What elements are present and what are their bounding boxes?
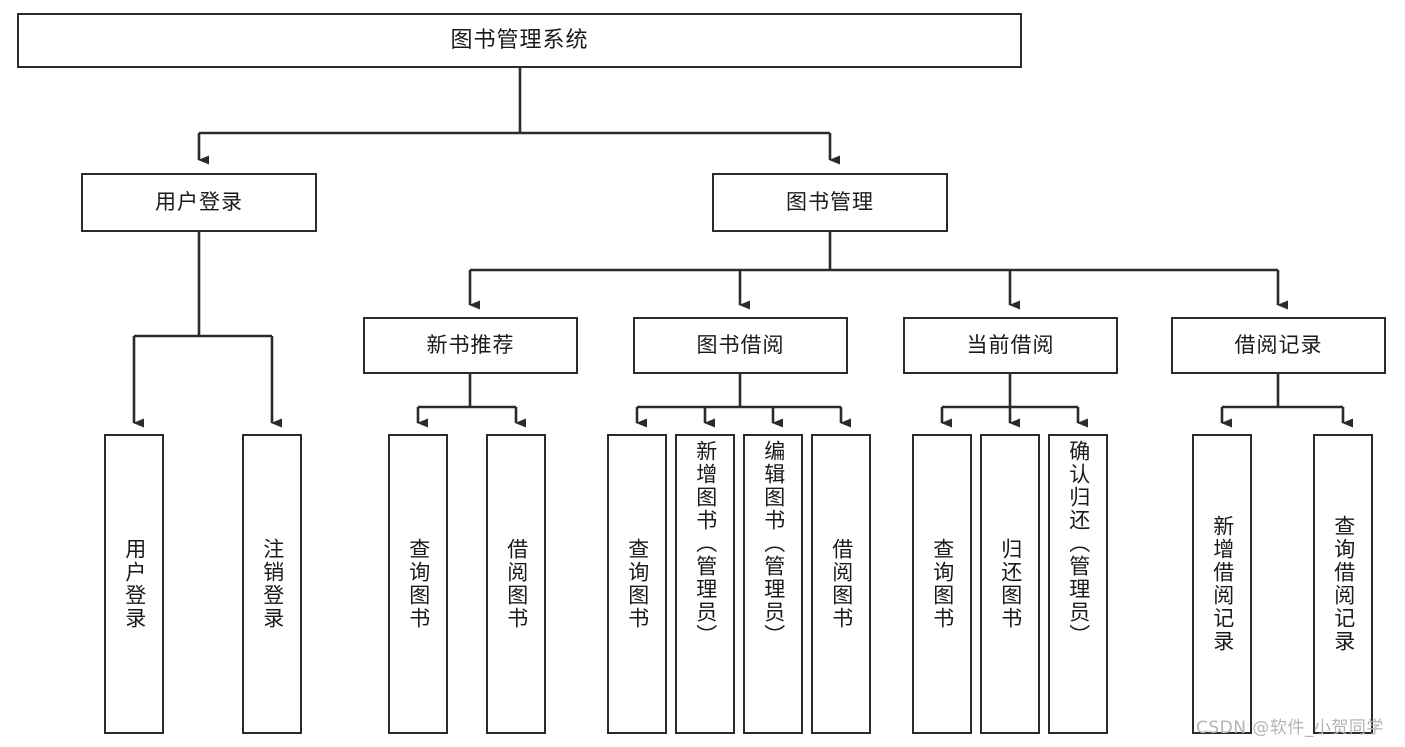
node-user-login[interactable]: 用户登录: [81, 173, 317, 232]
node-new-book-recommend[interactable]: 新书推荐: [363, 317, 578, 374]
node-leaf-query-borrow-record[interactable]: 查询借阅记录: [1313, 434, 1373, 734]
node-book-management[interactable]: 图书管理: [712, 173, 948, 232]
node-leaf-add-book-admin[interactable]: 新增图书（管理员）: [675, 434, 735, 734]
node-label: 用户登录: [155, 190, 243, 215]
node-leaf-borrow-book-recommend[interactable]: 借阅图书: [486, 434, 546, 734]
node-leaf-query-book-current[interactable]: 查询图书: [912, 434, 972, 734]
node-label: 归还图书: [998, 538, 1023, 630]
node-current-borrow[interactable]: 当前借阅: [903, 317, 1118, 374]
node-label: 借阅图书: [829, 538, 854, 630]
node-label: 新书推荐: [426, 333, 515, 358]
node-label: 借阅记录: [1234, 333, 1323, 358]
node-leaf-query-book-recommend[interactable]: 查询图书: [388, 434, 448, 734]
node-leaf-query-book-borrow[interactable]: 查询图书: [607, 434, 667, 734]
node-leaf-add-borrow-record[interactable]: 新增借阅记录: [1192, 434, 1252, 734]
node-label: 图书管理: [786, 190, 874, 215]
node-label: 注销登录: [260, 538, 285, 630]
node-label: 借阅图书: [504, 538, 529, 630]
node-label: 图书借阅: [696, 333, 785, 358]
node-borrow-record[interactable]: 借阅记录: [1171, 317, 1386, 374]
node-leaf-confirm-return-admin[interactable]: 确认归还（管理员）: [1048, 434, 1108, 734]
node-label: 查询图书: [625, 538, 650, 630]
node-label: 查询借阅记录: [1331, 515, 1356, 653]
node-label: 查询图书: [930, 538, 955, 630]
node-label: 用户登录: [122, 538, 147, 630]
node-leaf-return-book[interactable]: 归还图书: [980, 434, 1040, 734]
node-leaf-edit-book-admin[interactable]: 编辑图书（管理员）: [743, 434, 803, 734]
node-label: 图书管理系统: [450, 27, 589, 53]
node-label: 查询图书: [406, 538, 431, 630]
node-label: 确认归还（管理员）: [1066, 440, 1091, 647]
node-leaf-logout-login[interactable]: 注销登录: [242, 434, 302, 734]
node-leaf-user-login[interactable]: 用户登录: [104, 434, 164, 734]
node-label: 新增借阅记录: [1210, 515, 1235, 653]
node-label: 当前借阅: [966, 333, 1055, 358]
csdn-watermark: CSDN @软件_小贺同学: [1196, 718, 1384, 738]
node-book-borrow[interactable]: 图书借阅: [633, 317, 848, 374]
node-leaf-borrow-book[interactable]: 借阅图书: [811, 434, 871, 734]
node-label: 新增图书（管理员）: [693, 440, 718, 647]
node-root-book-management-system[interactable]: 图书管理系统: [17, 13, 1022, 68]
node-label: 编辑图书（管理员）: [761, 440, 786, 647]
